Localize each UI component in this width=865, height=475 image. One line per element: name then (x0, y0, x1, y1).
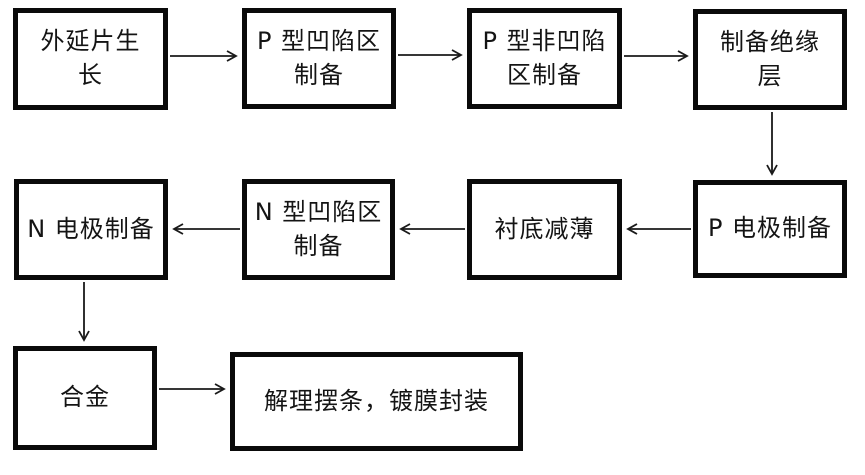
node-alloy: 合金 (13, 346, 157, 450)
node-p-electrode-prep: P 电极制备 (693, 180, 847, 278)
node-p-recess-region-prep: P 型凹陷区 制备 (242, 8, 396, 109)
node-label: 衬底减薄 (494, 214, 595, 243)
node-label: P 型非凹陷 区制备 (482, 26, 607, 89)
node-p-non-recess-region-prep: P 型非凹陷 区制备 (467, 8, 622, 109)
node-label: 外延片生 长 (40, 27, 141, 89)
node-n-recess-region-prep: N 型凹陷区 制备 (242, 179, 395, 280)
node-label: P 型凹陷区 制备 (256, 26, 382, 89)
node-substrate-thinning: 衬底减薄 (467, 179, 622, 280)
node-insulation-layer-prep: 制备绝缘 层 (693, 9, 847, 110)
node-cleave-bars-coating-packaging: 解理摆条，镀膜封装 (230, 352, 523, 451)
node-label: 解理摆条，镀膜封装 (264, 386, 489, 415)
node-epitaxial-wafer-growth: 外延片生 长 (13, 8, 168, 110)
node-label: N 型凹陷区 制备 (254, 197, 383, 260)
node-label: 合金 (60, 383, 110, 412)
node-n-electrode-prep: N 电极制备 (14, 179, 168, 280)
node-label: 制备绝缘 层 (720, 27, 820, 90)
node-label: P 电极制备 (707, 214, 833, 243)
node-label: N 电极制备 (27, 214, 155, 243)
